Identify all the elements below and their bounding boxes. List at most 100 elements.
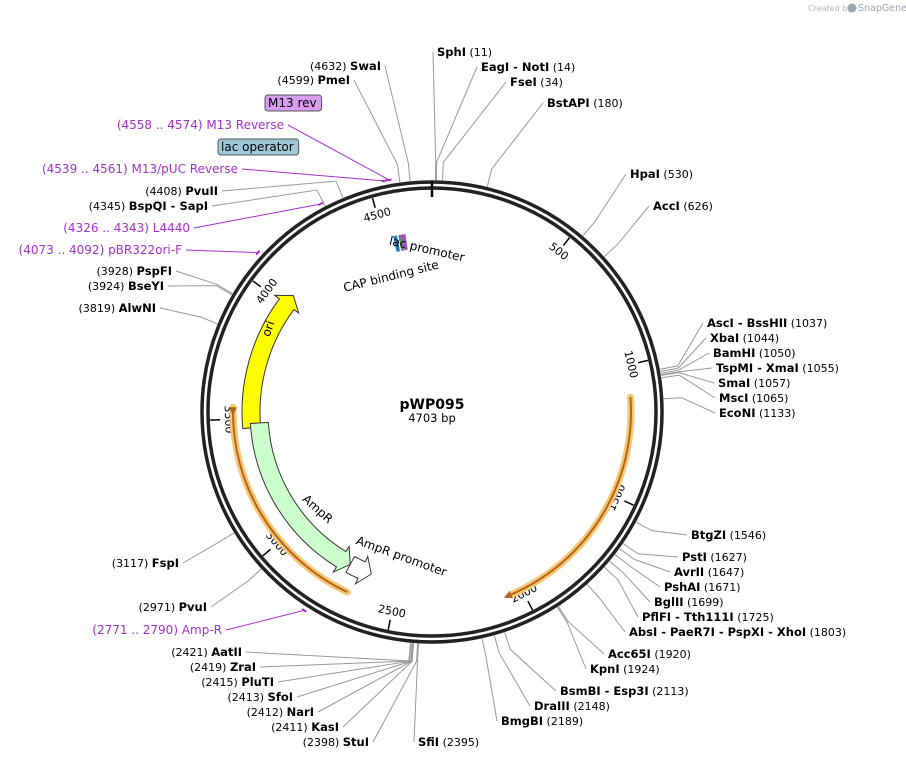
site-label: (2412) NarI <box>247 705 314 719</box>
primer-range: (2771 .. 2790) <box>92 623 182 637</box>
site-leader-line <box>175 270 233 295</box>
tick-label: 4500 <box>362 205 392 225</box>
site-label: FseI (34) <box>510 75 563 89</box>
site-leader-line <box>660 352 710 374</box>
site-position: (1699) <box>684 596 724 609</box>
orf-arrowhead-1 <box>229 407 238 416</box>
site-name: BspQI <box>129 199 167 213</box>
site-name: AlwNI <box>119 301 156 315</box>
site-name: SapI <box>179 199 208 213</box>
snapgene-credit: Created by SnapGene <box>808 3 906 14</box>
site-label: (4632) SwaI <box>310 59 381 73</box>
primer-leader-line <box>185 249 258 254</box>
site-label: (3819) AlwNI <box>79 301 156 315</box>
site-label: PstI (1627) <box>682 550 747 564</box>
site-label: PshAI (1671) <box>664 580 741 594</box>
site-name: BglII <box>654 595 684 609</box>
site-position: (180) <box>590 97 623 110</box>
site-leader-line <box>296 643 414 698</box>
site-leader-line <box>660 367 713 376</box>
site-position: (2421) <box>171 646 211 659</box>
site-leader-line <box>317 643 414 713</box>
site-hpai: HpaI (530) <box>582 167 693 237</box>
site-name: SfiI <box>418 735 439 749</box>
site-leader-line <box>259 643 412 668</box>
site-label: SphI (11) <box>437 45 492 59</box>
site-name: SwaI <box>350 59 381 73</box>
site-asci: AscI - BssHII (1037) <box>659 316 827 370</box>
site-position: (1044) <box>739 332 779 345</box>
primer-range: (4558 .. 4574) <box>117 118 207 132</box>
primer-name: Amp-R <box>182 623 222 637</box>
site-leader-line <box>659 322 704 370</box>
site-position: (1133) <box>755 407 795 420</box>
site-swai: (4632) SwaI <box>310 59 411 182</box>
site-bsmbi: BsmBI - Esp3I (2113) <box>504 632 689 698</box>
site-name: ZraI <box>230 660 256 674</box>
site-leader-line <box>614 554 661 588</box>
tag-lac-operator: lac operator <box>217 138 300 156</box>
site-label: (3928) PspFI <box>96 264 172 278</box>
site-label: BmgBI (2189) <box>501 714 583 728</box>
site-leader-line <box>558 606 605 655</box>
site-label: AscI - BssHII (1037) <box>707 316 827 330</box>
tag-box <box>264 94 323 112</box>
site-label: (2971) PvuI <box>139 600 207 614</box>
site-name: - <box>764 625 777 639</box>
tag-box <box>217 138 300 156</box>
site-leader-line <box>493 635 531 707</box>
tick-4000 <box>252 280 262 288</box>
site-name: FseI <box>510 75 537 89</box>
site-label: AccI (626) <box>653 199 713 213</box>
site-label: BstAPI (180) <box>547 96 623 110</box>
primer-mark <box>301 608 307 613</box>
site-label: (2415) PluTI <box>201 675 274 689</box>
site-name: XmaI <box>766 361 799 375</box>
site-name: AatII <box>211 645 242 659</box>
primer-label: (2771 .. 2790) Amp-R <box>92 623 222 637</box>
site-leader-line <box>603 566 639 618</box>
primer-l4440: (4326 .. 4343) L4440 <box>63 201 324 235</box>
site-name: - <box>753 361 766 375</box>
site-position: (1050) <box>755 347 795 360</box>
site-name: - <box>671 610 684 624</box>
site-name: BmgBI <box>501 714 543 728</box>
site-label: (2413) SfoI <box>227 690 293 704</box>
site-name: - <box>734 316 747 330</box>
site-name: Esp3I <box>613 684 648 698</box>
primer-leader-line <box>287 124 390 181</box>
site-leader-line <box>413 643 420 743</box>
site-position: (4632) <box>310 60 350 73</box>
site-position: (3819) <box>79 302 119 315</box>
primer-labels: (4558 .. 4574) M13 Reverse(4539 .. 4561)… <box>19 118 392 637</box>
site-absi: AbsI - PaeR7I - PspXI - XhoI (1803) <box>586 584 846 639</box>
site-name: - <box>167 199 180 213</box>
site-pmei: (4599) PmeI <box>277 73 401 183</box>
site-name: MscI <box>719 391 748 405</box>
site-position: (626) <box>680 200 713 213</box>
site-label: SfiI (2395) <box>418 735 479 749</box>
site-acc65i: Acc65I (1920) <box>558 606 691 661</box>
site-leader-line <box>663 397 716 414</box>
tick-label: 4000 <box>253 276 280 306</box>
site-psti: PstI (1627) <box>622 543 747 564</box>
site-name: PspFI <box>137 264 172 278</box>
site-pvui: (2971) PvuI <box>139 568 262 614</box>
site-leader-line <box>504 632 557 692</box>
site-pshai: PshAI (1671) <box>614 554 741 594</box>
site-name: SmaI <box>718 376 750 390</box>
site-name: EcoNI <box>719 406 755 420</box>
site-pluti: (2415) PluTI <box>201 643 413 689</box>
site-position: (14) <box>549 61 575 74</box>
site-position: (11) <box>466 46 492 59</box>
site-bmgbi: BmgBI (2189) <box>481 638 583 728</box>
site-position: (2113) <box>649 685 689 698</box>
site-fsei: FseI (34) <box>442 75 563 181</box>
site-name: PvuII <box>185 184 218 198</box>
primer-label: (4539 .. 4561) M13/pUC Reverse <box>42 162 238 176</box>
site-leader-line <box>211 189 326 207</box>
site-leader-line <box>486 102 544 187</box>
primer-mark <box>381 179 387 183</box>
primer-amp-r: (2771 .. 2790) Amp-R <box>92 608 307 637</box>
site-label: HpaI (530) <box>630 167 693 181</box>
